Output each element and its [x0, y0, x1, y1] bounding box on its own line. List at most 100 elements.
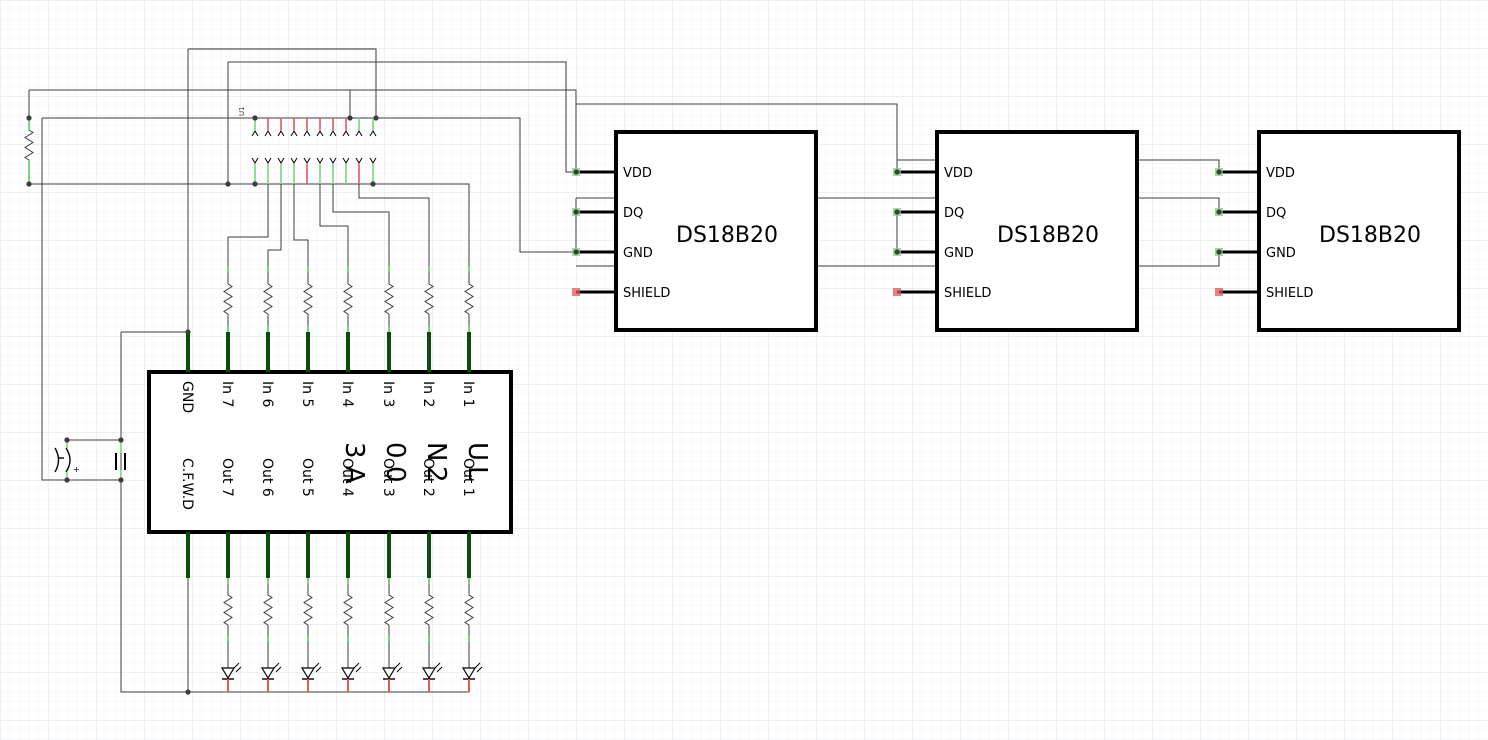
- input-resistor: [303, 266, 313, 332]
- header-chevron-bottom: [329, 157, 337, 164]
- uln-top-pin-label: In 4: [339, 381, 355, 407]
- led-diode: [260, 642, 282, 692]
- sensor-pin-label: DQ: [623, 206, 643, 221]
- junction-dot: [118, 437, 124, 443]
- header-chevron-top: [264, 130, 272, 137]
- uln-part-char: L: [462, 466, 492, 481]
- led-arrow: [476, 666, 483, 673]
- header-pin: [290, 118, 298, 184]
- led-arrow: [233, 662, 240, 669]
- junction-dot: [26, 181, 32, 187]
- junction-dot: [225, 181, 231, 187]
- sensor-pin-label: DQ: [1266, 206, 1286, 221]
- output-resistor: [384, 578, 394, 642]
- led-diode: [381, 642, 403, 692]
- header-pin: [264, 118, 272, 184]
- wire: [332, 184, 390, 266]
- led-triangle: [260, 667, 276, 680]
- cap-curved-plate: [65, 447, 71, 473]
- junction-dot: [347, 115, 353, 121]
- header-chevron-bottom: [290, 157, 298, 164]
- led-triangle: [220, 667, 236, 680]
- output-resistor: [343, 578, 353, 642]
- output-resistor: [223, 578, 233, 642]
- junction-dot: [1216, 249, 1222, 255]
- header-pin: [303, 118, 311, 184]
- sensor-pin-label: SHIELD: [1266, 286, 1313, 301]
- uln-top-pin-label: In 1: [460, 381, 476, 407]
- junction-dot: [64, 437, 70, 443]
- led-arrow: [235, 666, 242, 673]
- resistor-zigzag: [464, 594, 474, 626]
- wire: [188, 48, 377, 118]
- junction-dot: [573, 169, 579, 175]
- output-resistor: [464, 578, 474, 642]
- resistor-zigzag: [384, 594, 394, 626]
- header-chevron-top: [251, 130, 259, 137]
- junction-dot: [573, 209, 579, 215]
- header-chevron-top: [329, 130, 337, 137]
- input-resistor: [223, 266, 233, 332]
- led-arrow: [474, 662, 481, 669]
- junction-dot: [26, 115, 32, 121]
- sensor-pin-end: [572, 288, 580, 296]
- junction-dot: [373, 115, 379, 121]
- uln-bottom-pin-label: Out 4: [339, 458, 355, 497]
- junction-dot: [894, 209, 900, 215]
- header-pin: [329, 118, 337, 184]
- junction-dot: [894, 169, 900, 175]
- sensor-name: DS18B20: [676, 223, 778, 248]
- connector-ref: U1: [238, 106, 246, 116]
- header-chevron-top: [369, 130, 377, 137]
- input-resistor: [263, 266, 273, 332]
- sensor-pin-label: VDD: [1266, 166, 1295, 181]
- pin-header-u1: U1: [238, 106, 377, 184]
- output-resistor: [263, 578, 273, 642]
- junction-dot: [370, 181, 376, 187]
- uln-part-char: 3: [339, 442, 369, 459]
- uln-bottom-pin-label: C.F.W.D: [179, 458, 195, 510]
- junction-dot: [1216, 169, 1222, 175]
- uln-part-char: A: [339, 466, 369, 484]
- input-resistor: [424, 266, 434, 332]
- led-arrow: [353, 662, 360, 669]
- uln-top-pin-label: In 5: [299, 381, 315, 407]
- uln-top-pin-label: In 7: [219, 381, 235, 407]
- output-resistor: [303, 578, 313, 642]
- resistor-zigzag: [343, 594, 353, 626]
- sensor-pin-end: [893, 288, 901, 296]
- sensor-pin-label: GND: [1266, 246, 1296, 261]
- led-diode: [461, 642, 483, 692]
- sensor-pin-label: VDD: [944, 166, 973, 181]
- uln-bottom-pin-label: Out 3: [380, 458, 396, 497]
- uln-part-char: 2: [421, 466, 451, 483]
- wire: [227, 184, 269, 266]
- header-chevron-bottom: [303, 157, 311, 164]
- led-arrow: [273, 662, 280, 669]
- header-pin: [369, 118, 377, 184]
- resistor-zigzag: [464, 283, 474, 315]
- uln-bottom-pin-label: Out 7: [219, 458, 235, 497]
- header-chevron-top: [342, 130, 350, 137]
- sensor-body: [614, 130, 818, 332]
- wire: [358, 184, 430, 266]
- led-arrow: [275, 666, 282, 673]
- junction-dot: [118, 477, 124, 483]
- cap-curved-plate: [54, 447, 60, 473]
- led-triangle: [300, 667, 316, 680]
- wire: [255, 117, 576, 253]
- sensor-name: DS18B20: [1319, 223, 1421, 248]
- input-resistor: [343, 266, 353, 332]
- led-diode: [300, 642, 322, 692]
- sensor-name: DS18B20: [997, 223, 1099, 248]
- wire: [228, 61, 576, 173]
- sensor-pin-label: GND: [944, 246, 974, 261]
- sensor-pin-label: DQ: [944, 206, 964, 221]
- header-chevron-top: [316, 130, 324, 137]
- header-chevron-top: [303, 130, 311, 137]
- uln-top-pin-label: In 2: [420, 381, 436, 407]
- led-triangle: [340, 667, 356, 680]
- resistor-zigzag: [223, 594, 233, 626]
